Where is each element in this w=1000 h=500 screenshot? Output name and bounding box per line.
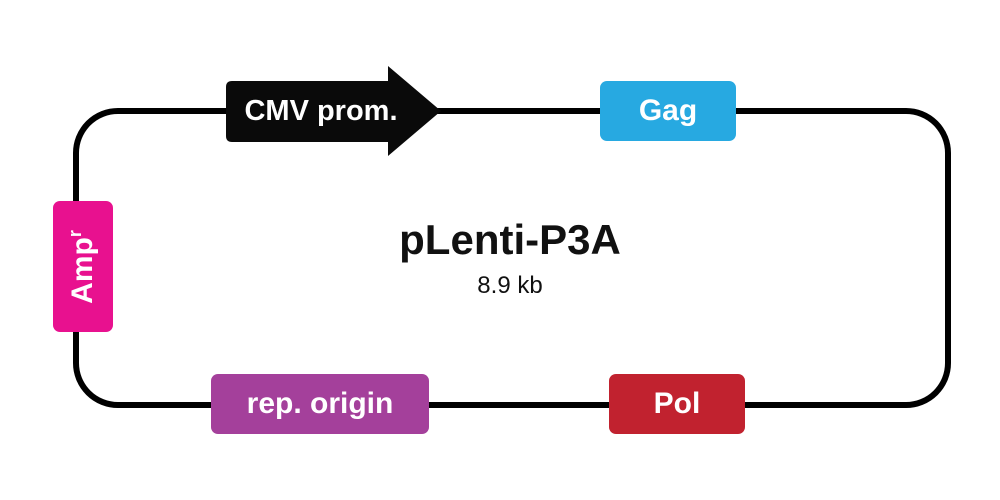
plasmid-size: 8.9 kb [477, 272, 543, 299]
replication-origin-label: rep. origin [246, 387, 394, 420]
gag-feature: Gag [600, 81, 736, 141]
gag-label: Gag [638, 94, 698, 127]
ampicillin-resistance-feature: Ampr [53, 201, 113, 332]
ampicillin-resistance-name: Amp [66, 236, 99, 304]
pol-feature: Pol [609, 374, 745, 434]
pol-label: Pol [653, 387, 701, 420]
resistance-superscript: r [65, 229, 85, 237]
replication-origin-feature: rep. origin [211, 374, 429, 434]
cmv-promoter-label: CMV prom. [244, 94, 398, 127]
plasmid-name: pLenti-P3A [399, 216, 621, 263]
ampicillin-resistance-label: Ampr [65, 229, 100, 304]
cmv-promoter-arrow [226, 66, 441, 156]
